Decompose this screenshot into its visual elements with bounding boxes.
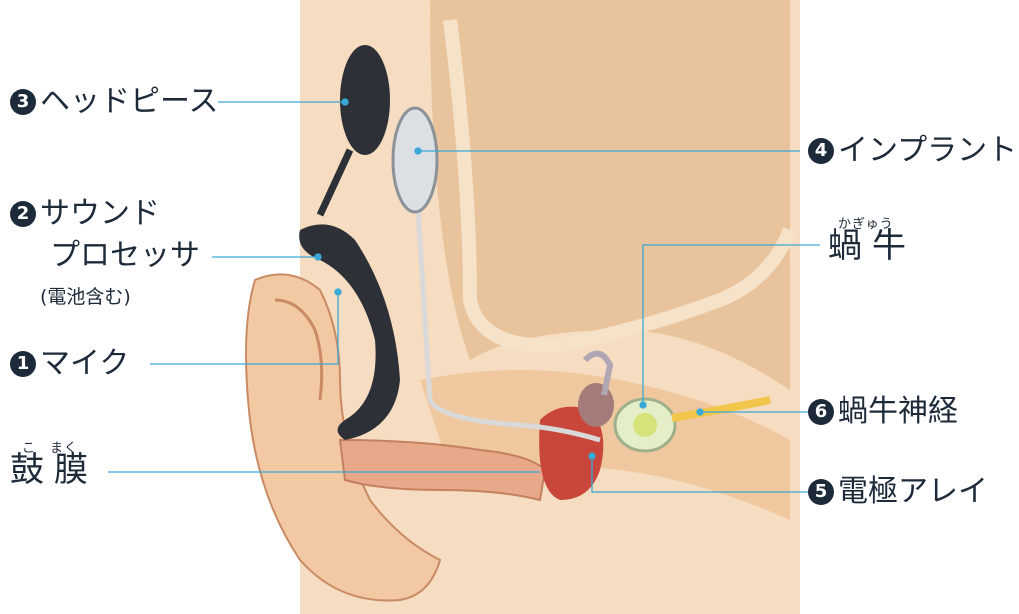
number-badge: 2 (10, 201, 36, 227)
leader-nerve-dot (697, 409, 703, 415)
sound-processor-label: 2 サウンド (10, 196, 160, 232)
headpiece-label: 3 ヘッドピース (10, 84, 219, 120)
number-badge: 6 (808, 399, 834, 425)
number-badge: 1 (10, 351, 36, 377)
electrode-array-text: 電極アレイ (838, 474, 988, 510)
implant-body (393, 108, 437, 212)
leader-implant-dot (415, 148, 421, 154)
cochlear-nerve-label: 6 蝸牛神経 (808, 394, 958, 430)
mic-text: マイク (40, 346, 129, 382)
leader-electrode-dot (589, 453, 595, 459)
cochlear-nerve-text: 蝸牛神経 (838, 394, 958, 430)
number-badge: 5 (808, 479, 834, 505)
implant-label: 4 インプラント (808, 133, 1017, 169)
mic-label: 1 マイク (10, 346, 129, 382)
headpiece-text: ヘッドピース (40, 84, 219, 120)
sound-processor-line1: サウンド (40, 196, 160, 232)
leader-headpiece-dot (342, 99, 348, 105)
implant-text: インプラント (838, 133, 1017, 169)
number-badge: 4 (808, 138, 834, 164)
cochlea-label: 蝸牛 (828, 228, 916, 264)
leader-mic-dot (335, 289, 341, 295)
number-badge: 3 (10, 89, 36, 115)
sound-processor-note: (電池含む) (40, 282, 131, 309)
electrode-array-label: 5 電極アレイ (808, 474, 988, 510)
leader-processor-dot (315, 254, 321, 260)
sound-processor-line2-wrap: プロセッサ (50, 238, 200, 274)
sound-processor-line2: プロセッサ (50, 238, 200, 274)
eardrum-label: 鼓膜 (10, 452, 98, 488)
cochlea-core (633, 413, 657, 437)
leader-cochlea-dot (640, 402, 646, 408)
ossicles (578, 383, 614, 427)
